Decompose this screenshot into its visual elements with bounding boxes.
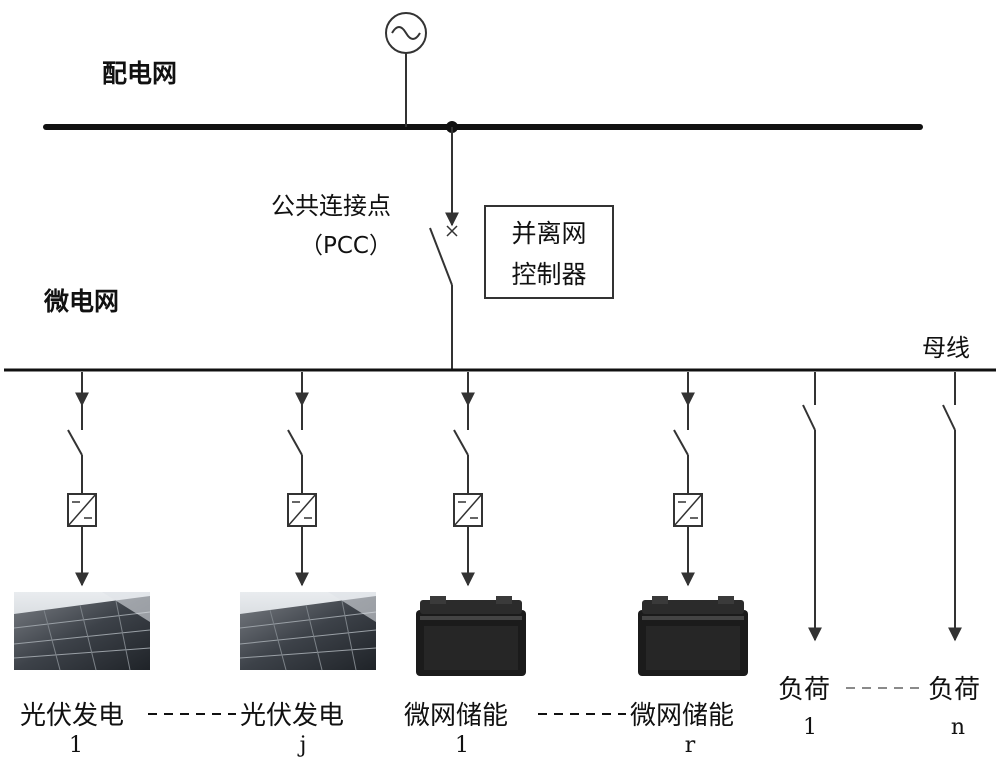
unit-index-solar-j: j bbox=[297, 733, 307, 758]
circuit-breaker-icon bbox=[802, 404, 816, 431]
pcc-abbr: （PCC） bbox=[300, 233, 392, 259]
controller-line1: 并离网 bbox=[511, 219, 586, 248]
branch-storage-1 bbox=[416, 372, 526, 676]
ac-source-icon bbox=[385, 12, 427, 127]
circuit-breaker-icon bbox=[287, 429, 303, 456]
unit-index-load-1: 1 bbox=[803, 715, 817, 740]
unit-label-solar-j: 光伏发电 bbox=[240, 701, 344, 731]
battery-icon bbox=[638, 596, 748, 676]
unit-label-solar-1: 光伏发电 bbox=[20, 701, 124, 731]
circuit-breaker-icon bbox=[942, 404, 956, 431]
branch-load-1 bbox=[802, 372, 822, 642]
grid-label: 配电网 bbox=[102, 59, 177, 88]
unit-label-storage-r: 微网储能 bbox=[630, 701, 734, 731]
unit-label-load-1: 负荷 bbox=[778, 675, 830, 705]
distribution-grid: 配电网 bbox=[43, 12, 923, 133]
unit-label-load-n: 负荷 bbox=[928, 675, 980, 705]
converter-icon bbox=[67, 493, 97, 527]
unit-index-load-n: n bbox=[951, 715, 965, 740]
circuit-breaker-icon bbox=[429, 227, 453, 286]
battery-icon bbox=[416, 596, 526, 676]
pcc-cross-mark bbox=[446, 225, 458, 237]
solar-panel-icon bbox=[13, 591, 151, 671]
branch-solar-1 bbox=[13, 372, 151, 671]
solar-panel-icon bbox=[239, 591, 377, 671]
microgrid-label: 微电网 bbox=[43, 287, 119, 316]
grid-controller-box: 并离网 控制器 bbox=[484, 205, 614, 299]
controller-line2: 控制器 bbox=[511, 260, 586, 289]
converter-icon bbox=[287, 493, 317, 527]
unit-index-solar-1: 1 bbox=[69, 733, 83, 758]
pcc-label: 公共连接点 bbox=[271, 192, 391, 220]
branch-load-n bbox=[942, 372, 962, 642]
converter-icon bbox=[673, 493, 703, 527]
branch-storage-r bbox=[638, 372, 748, 676]
unit-index-storage-r: r bbox=[685, 733, 696, 758]
circuit-breaker-icon bbox=[67, 429, 83, 456]
converter-icon bbox=[453, 493, 483, 527]
branch-solar-j bbox=[239, 372, 377, 671]
pcc-feeder bbox=[429, 127, 459, 370]
circuit-breaker-icon bbox=[453, 429, 469, 456]
bus-label: 母线 bbox=[922, 334, 970, 362]
circuit-breaker-icon bbox=[673, 429, 689, 456]
microgrid-bus: 母线 bbox=[4, 334, 996, 372]
unit-label-storage-1: 微网储能 bbox=[404, 701, 508, 731]
unit-index-storage-1: 1 bbox=[455, 733, 469, 758]
